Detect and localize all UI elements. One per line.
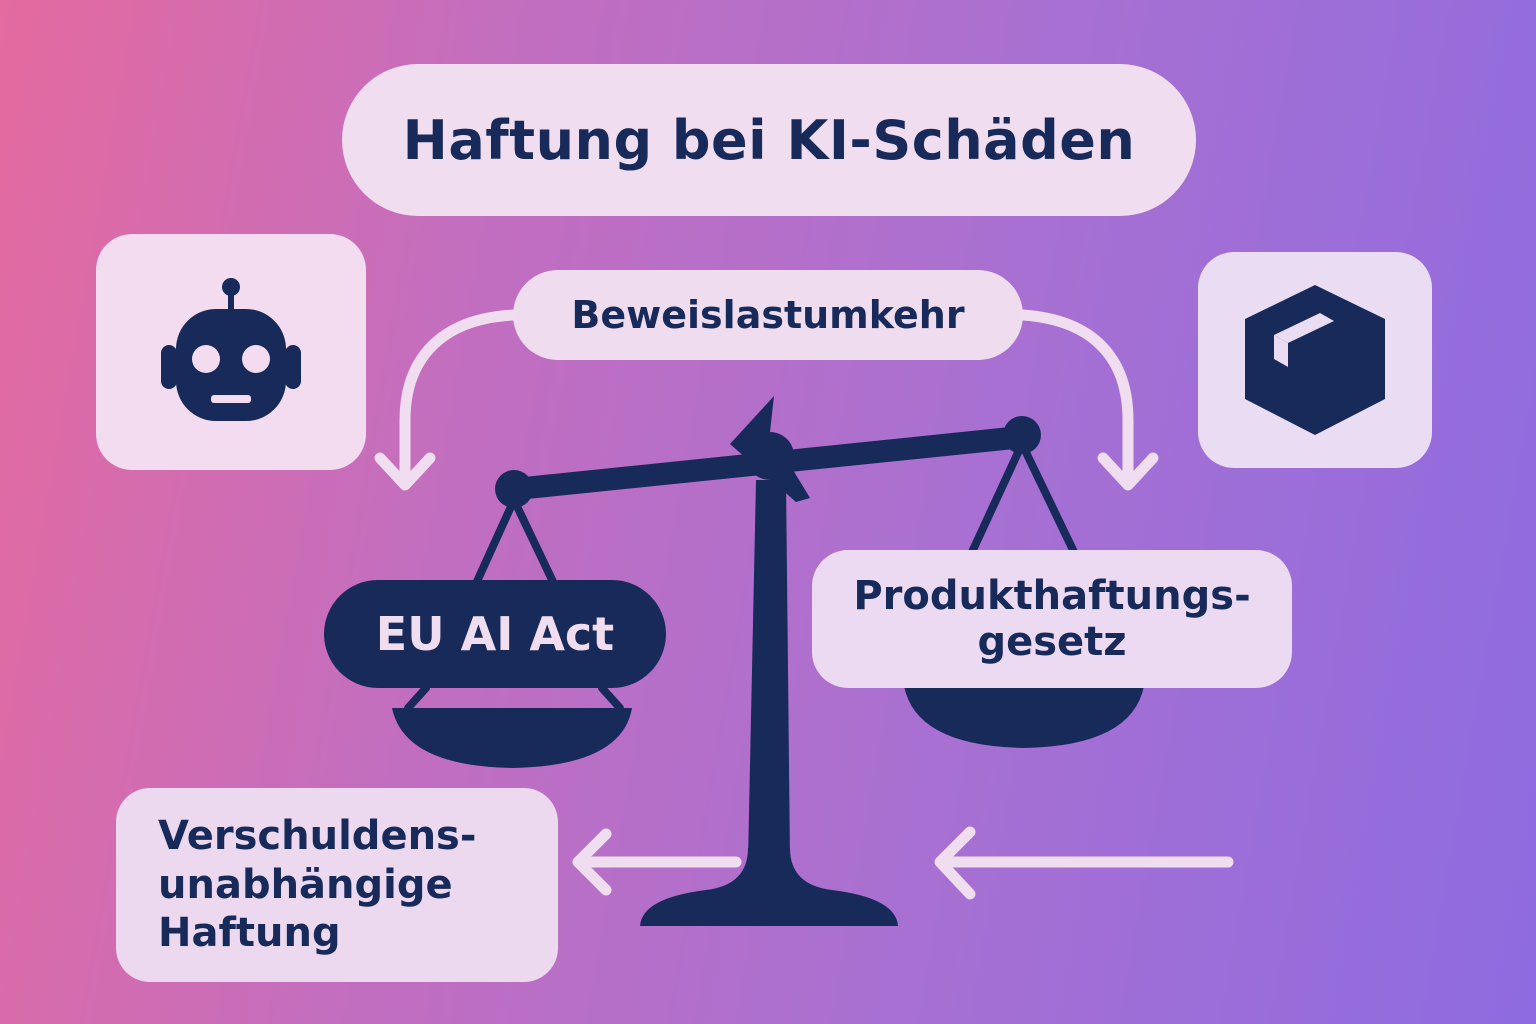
page-title: Haftung bei KI-Schäden [342, 64, 1196, 216]
strict-liability-label: Verschuldens- unabhängige Haftung [116, 788, 558, 982]
scales-icon [392, 396, 1144, 926]
package-icon-card [1198, 252, 1432, 468]
arrow-left-lower [572, 828, 742, 896]
eu-ai-act-label: EU AI Act [324, 580, 666, 688]
robot-icon [161, 278, 301, 421]
arrow-to-product-liability [1017, 309, 1159, 491]
package-icon [1245, 285, 1385, 435]
robot-icon-card [96, 234, 366, 470]
burden-of-proof-label: Beweislastumkehr [513, 270, 1023, 360]
product-liability-label: Produkthaftungs- gesetz [812, 550, 1292, 688]
arrow-to-eu-ai-act [374, 309, 521, 491]
arrow-left-right-side [934, 826, 1234, 900]
